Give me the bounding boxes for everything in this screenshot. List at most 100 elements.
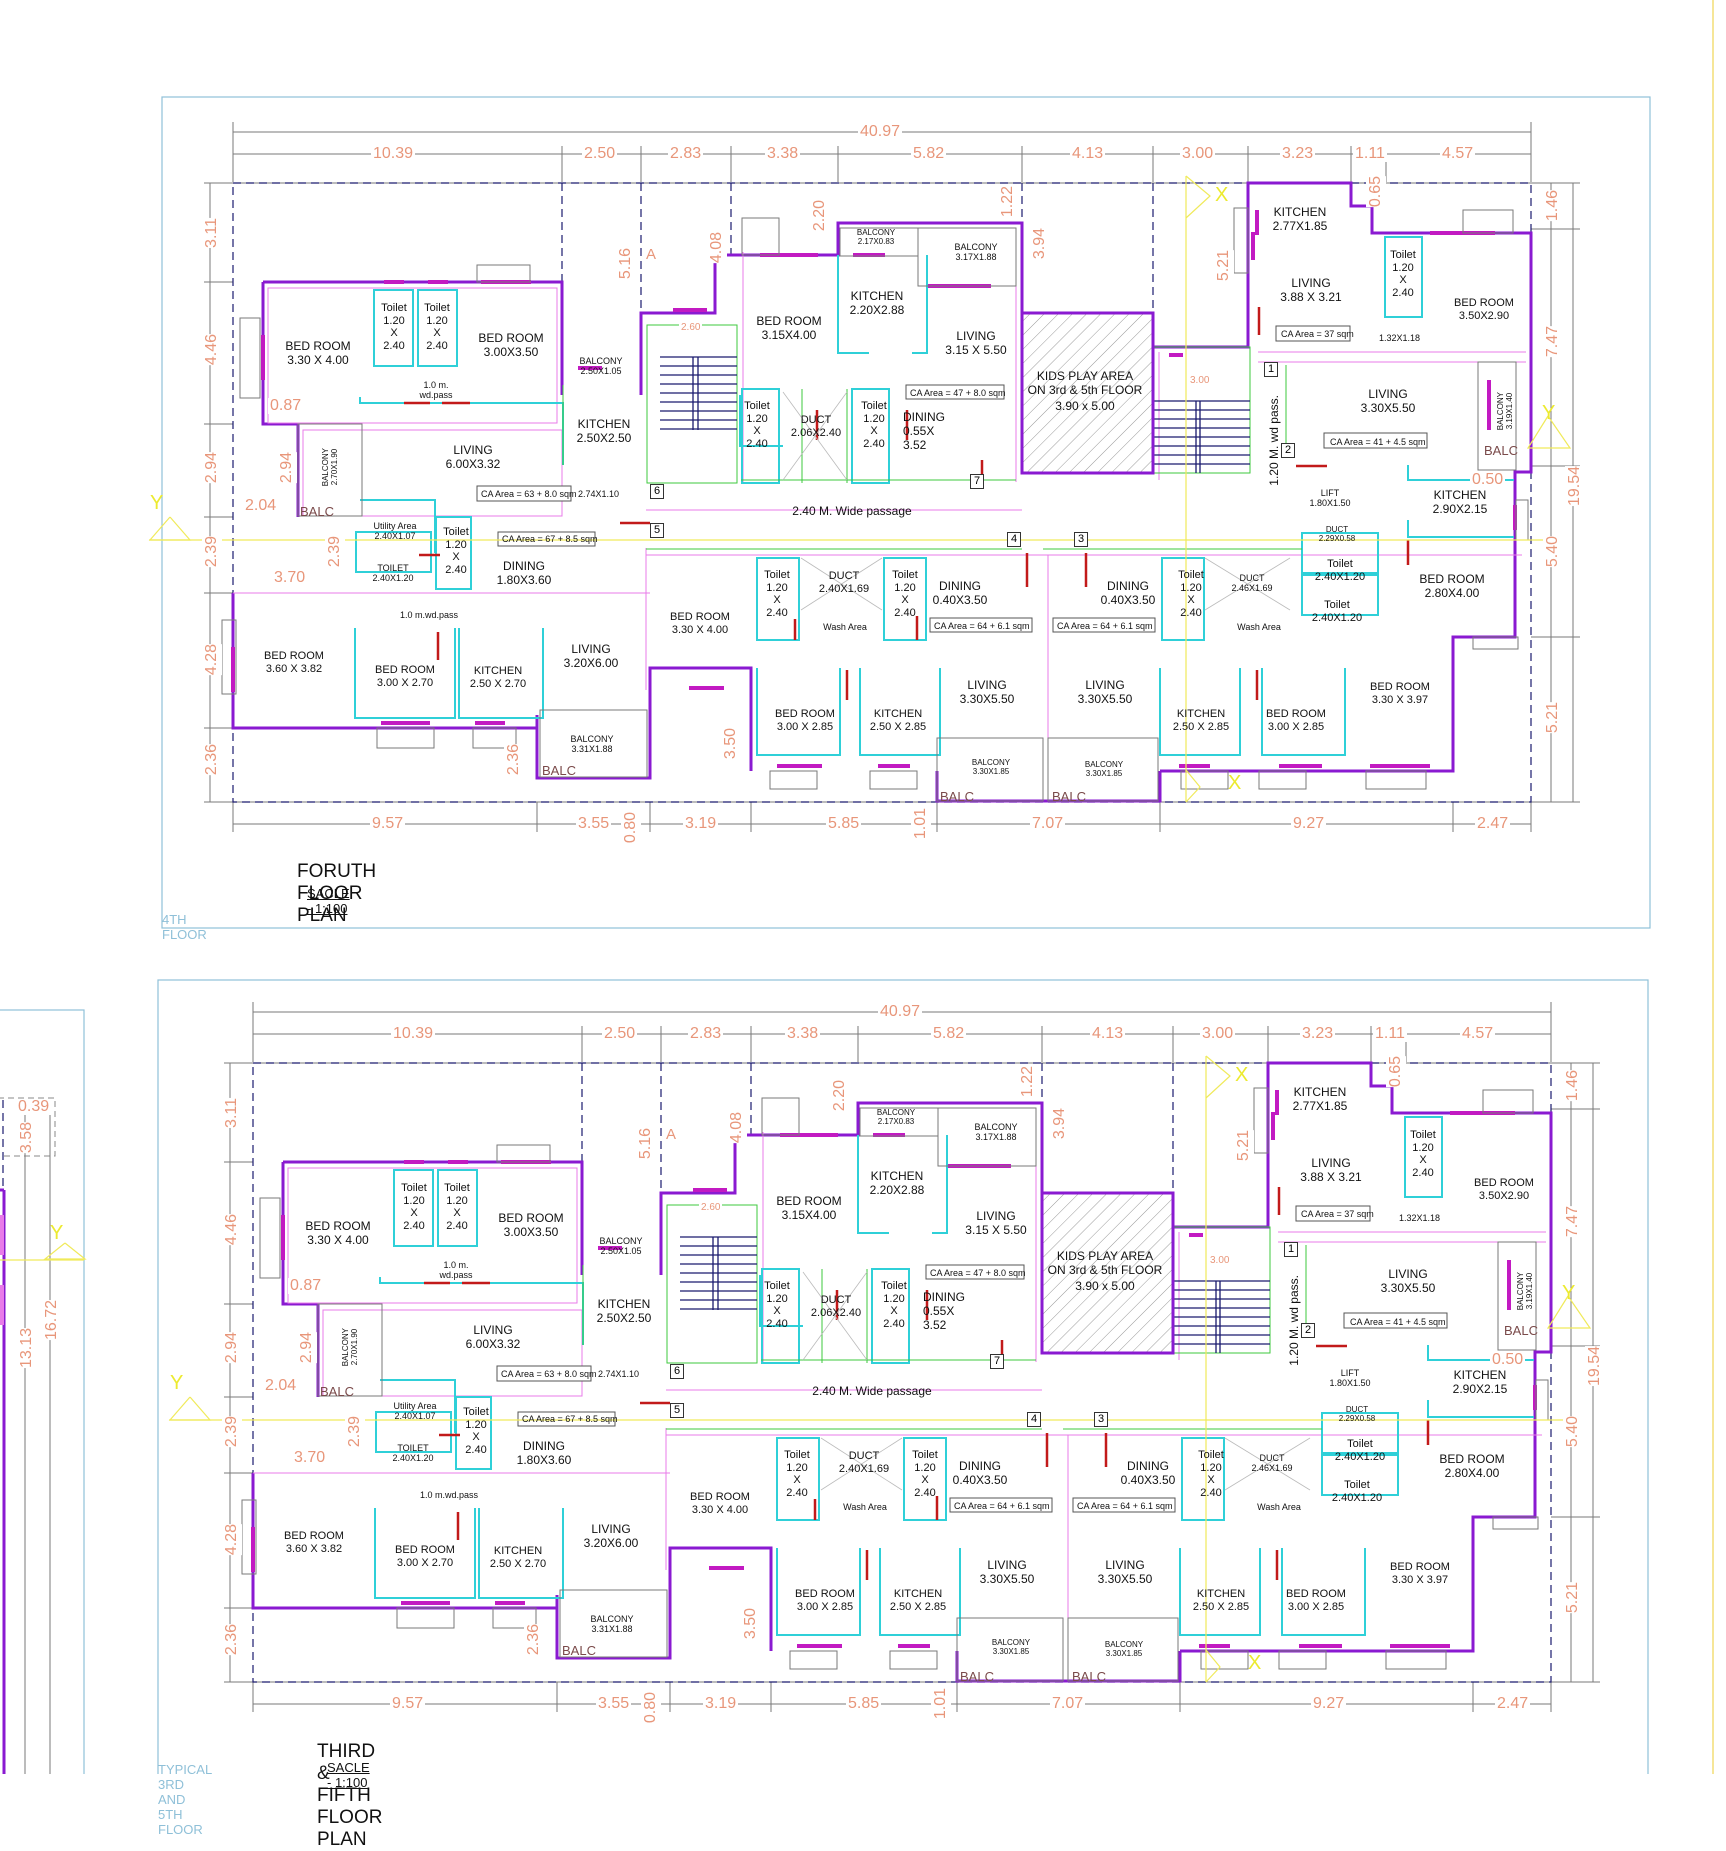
balc-label-1: BALC [320,1384,354,1399]
ca-area-3: CA Area = 47 + 8.0 sqm [930,1268,1026,1278]
dim-2-74x1-10: 2.74X1.10 [578,489,620,499]
dim-0-50: 0.50 [1470,471,1506,488]
fourth-floor-frame [161,96,1651,929]
balc-label-2: BALC [562,1643,596,1658]
dim-2-20: 2.20 [810,200,830,232]
ca-area-1: CA Area = 63 + 8.0 sqm [501,1369,597,1379]
dim-1-32x1-18: 1.32X1.18 [1399,1213,1441,1223]
dim-1-22: 1.22 [1018,1066,1038,1098]
dim-9-27: 9.27 [1291,815,1327,832]
dim-4-28: 4.28 [202,644,222,676]
ca-area-3: CA Area = 47 + 8.0 sqm [910,388,1006,398]
dim-3-00-stair: 3.00 [1208,1255,1232,1266]
dim-3-70: 3.70 [292,1449,328,1466]
entry-marker-6: 6 [670,1364,684,1379]
dim-2-39-inner: 2.39 [345,1416,365,1448]
entry-marker-5: 5 [650,523,664,538]
balc-label-3: BALC [960,1669,994,1684]
dim-2-74x1-10: 2.74X1.10 [598,1369,640,1379]
dim-3-94: 3.94 [1030,228,1050,260]
axis-x-top: X [1215,184,1229,206]
plan-scale-third-fifth: SACLE - 1:100 [327,1760,370,1790]
dim-2-83: 2.83 [668,145,704,162]
dim-3-38: 3.38 [765,145,801,162]
dim-7-07: 7.07 [1030,815,1066,832]
dim-0-80: 0.80 [641,1692,661,1724]
dim-2-36: 2.36 [222,1624,242,1656]
dim-0-39: 0.39 [16,1098,52,1115]
dim-7-47: 7.47 [1563,1206,1583,1238]
dim-3-55: 3.55 [596,1695,632,1712]
dim-5-85: 5.85 [846,1695,882,1712]
dim-3-19: 3.19 [683,815,719,832]
dim-7-07: 7.07 [1050,1695,1086,1712]
dim-3-23: 3.23 [1300,1025,1336,1042]
dim-1-46: 1.46 [1563,1070,1583,1102]
axis-y-left: Y [150,492,164,514]
dim-1-46: 1.46 [1543,190,1563,222]
dim-4-46: 4.46 [202,334,222,366]
dim-0-87: 0.87 [288,1277,324,1294]
layer-label-typical-3rd-5th: TYPICAL 3RD AND 5TH FLOOR [158,1762,212,1837]
dim-5-16: 5.16 [636,1128,656,1160]
dim-5-16: 5.16 [616,248,636,280]
balc-label-2: BALC [542,763,576,778]
layer-label-4th-floor: 4TH FLOOR [162,912,207,942]
label-wash-area-1: Wash Area [843,1502,887,1512]
dim-5-82: 5.82 [931,1025,967,1042]
entry-marker-2: 2 [1301,1323,1315,1338]
label-wd-pass-1: 1.0 m.wd.pass [439,1260,473,1281]
third-fifth-floor-frame [157,979,1649,1774]
dim-9-57: 9.57 [390,1695,426,1712]
dim-2-04: 2.04 [263,1377,299,1394]
entry-marker-7: 7 [990,1354,1004,1369]
dim-2-50: 2.50 [582,145,618,162]
entry-marker-1: 1 [1284,1242,1298,1257]
dim-1-32x1-18: 1.32X1.18 [1379,333,1421,343]
